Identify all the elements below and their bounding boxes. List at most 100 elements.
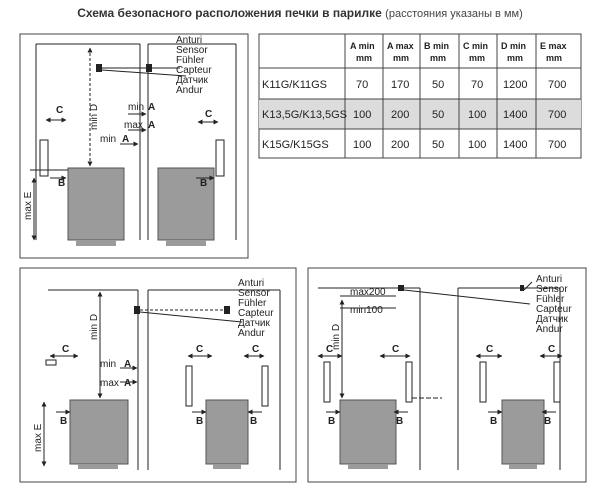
column-header-unit: mm xyxy=(507,53,523,63)
sensor-label: Capteur xyxy=(536,304,572,315)
column-header-unit: mm xyxy=(356,53,372,63)
leader-line xyxy=(403,289,531,305)
c-label: C xyxy=(196,344,203,355)
c-label: C xyxy=(205,109,212,120)
a-label: A xyxy=(124,359,131,370)
max-e-label: max E xyxy=(33,423,44,452)
control-unit xyxy=(45,359,57,366)
stove-base xyxy=(509,464,537,469)
stove-base xyxy=(213,464,241,469)
c-label: C xyxy=(252,344,259,355)
table-cell: 100 xyxy=(353,109,371,121)
table-cell: 50 xyxy=(432,79,444,91)
c-label: C xyxy=(486,344,493,355)
sensor-label: Датчик xyxy=(536,314,568,325)
sensor-label: Fühler xyxy=(238,298,267,309)
control-unit xyxy=(39,139,49,177)
column-header: D min xyxy=(501,41,526,51)
table-cell-model: K15G/K15GS xyxy=(262,139,329,151)
min-d-label: min D xyxy=(89,104,100,130)
stove-base xyxy=(78,464,118,469)
stove-body xyxy=(205,399,249,465)
sensor-label: Anturi xyxy=(238,278,264,289)
column-header: A max xyxy=(387,41,414,51)
b-label: B xyxy=(250,416,257,427)
panel-border xyxy=(19,267,297,483)
a-label: A xyxy=(148,102,155,113)
table-cell: 700 xyxy=(548,109,566,121)
leader-line xyxy=(523,281,533,291)
b-label: B xyxy=(544,416,551,427)
max-e-label: max E xyxy=(23,191,34,220)
sensor-square xyxy=(224,306,230,314)
stove-base xyxy=(166,240,206,246)
sensor-label: Fühler xyxy=(176,55,205,66)
table-cell-model: K11G/K11GS xyxy=(262,79,327,91)
leader-line xyxy=(139,311,243,323)
dimensions-table: A min mm A max mm B min mm C min mm D mi… xyxy=(258,33,582,159)
stove-base xyxy=(348,464,388,469)
control-unit xyxy=(479,361,487,403)
table-cell: 100 xyxy=(468,109,486,121)
column-header-unit: mm xyxy=(546,53,562,63)
min-label: min xyxy=(128,102,144,113)
b-label: B xyxy=(58,178,65,189)
table-cell: 1400 xyxy=(503,109,527,121)
min100-label: min100 xyxy=(350,305,383,316)
sensor-square xyxy=(134,306,140,314)
sensor-label: Sensor xyxy=(176,45,208,56)
stove-body xyxy=(157,167,215,241)
b-label: B xyxy=(490,416,497,427)
a-label: A xyxy=(122,134,129,145)
page-title: Схема безопасного расположения печки в п… xyxy=(0,6,600,20)
a-label: A xyxy=(124,378,131,389)
stove-base xyxy=(76,240,116,246)
panel-border xyxy=(19,33,249,259)
min-label: min xyxy=(100,134,116,145)
b-label: B xyxy=(60,416,67,427)
max-label: max xyxy=(100,378,119,389)
sensor-label: Датчик xyxy=(176,75,208,86)
table-cell: 70 xyxy=(356,79,368,91)
table-cell: 700 xyxy=(548,79,566,91)
b-label: B xyxy=(328,416,335,427)
b-label: B xyxy=(200,178,207,189)
control-unit xyxy=(323,361,331,403)
stove-body xyxy=(501,399,545,465)
sensor-label: Andur xyxy=(238,328,265,339)
b-label: B xyxy=(196,416,203,427)
sensor-square xyxy=(520,285,524,291)
a-label: A xyxy=(148,120,155,131)
c-label: C xyxy=(326,344,333,355)
sensor-label: Sensor xyxy=(536,284,568,295)
table-cell: 70 xyxy=(471,79,483,91)
stove-body xyxy=(69,399,129,465)
table-cell: 100 xyxy=(353,139,371,151)
c-label: C xyxy=(56,105,63,116)
min-label: min xyxy=(100,359,116,370)
column-header: E max xyxy=(540,41,567,51)
control-unit xyxy=(553,361,561,403)
min-d-label: min D xyxy=(89,314,100,340)
sensor-label: Anturi xyxy=(176,35,202,46)
control-unit xyxy=(185,365,193,407)
stove-body xyxy=(67,167,125,241)
leader-line xyxy=(101,69,187,77)
table-cell-model: K13,5G/K13,5GS xyxy=(262,109,347,121)
sensor-square xyxy=(398,285,404,291)
sensor-label: Fühler xyxy=(536,294,565,305)
stove-body xyxy=(339,399,397,465)
min-d-label: min D xyxy=(331,324,342,350)
panel-bottom-left: Anturi Sensor Fühler Capteur Датчик Andu… xyxy=(19,267,297,483)
panel-bottom-right: Anturi Sensor Fühler Capteur Датчик Andu… xyxy=(307,267,587,483)
table-cell: 50 xyxy=(432,109,444,121)
title-main: Схема безопасного расположения печки в п… xyxy=(77,6,382,20)
column-header-unit: mm xyxy=(469,53,485,63)
sensor-label: Датчик xyxy=(238,318,270,329)
column-header: A min xyxy=(350,41,375,51)
table-cell: 100 xyxy=(468,139,486,151)
title-note: (расстояния указаны в мм) xyxy=(385,8,523,20)
b-label: B xyxy=(396,416,403,427)
c-label: C xyxy=(548,344,555,355)
